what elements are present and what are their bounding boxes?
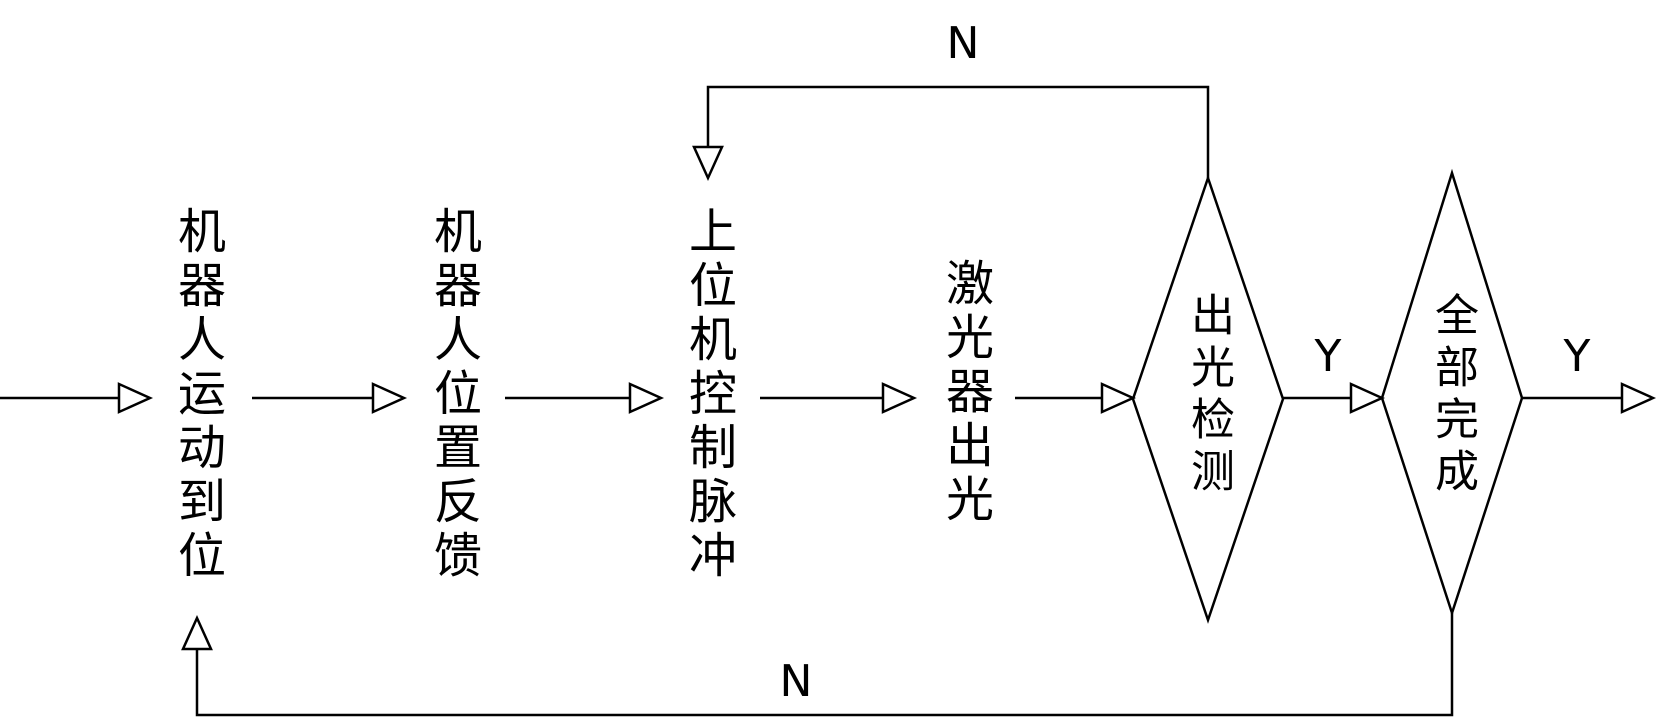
arrowhead-step4-decision1 <box>1100 382 1137 414</box>
arrowhead-loop-bottom-up <box>181 614 213 651</box>
arrowhead-entry <box>117 382 154 414</box>
decision-light-detect-diamond <box>1131 174 1285 624</box>
arrowhead-step3-step4 <box>881 382 918 414</box>
decision-all-complete-label: 全部完成 <box>1427 292 1478 500</box>
branch-label-y-light-check: Y <box>1314 331 1342 382</box>
step-host-pulse-label: 上位机控制脉冲 <box>680 206 736 584</box>
arrowhead-step1-step2 <box>371 382 408 414</box>
loop-bottom-n-line <box>195 613 1454 717</box>
decision-light-detect-label: 出光检测 <box>1183 292 1234 500</box>
step-position-feedback-label: 机器人位置反馈 <box>425 206 481 584</box>
step-robot-motion-label: 机器人运动到位 <box>169 206 225 584</box>
arrowhead-loop-top-down <box>692 145 724 182</box>
branch-label-n-bottom: N <box>779 656 813 707</box>
branch-label-n-top: N <box>946 18 980 69</box>
step-laser-output-label: 激光器出光 <box>937 258 993 528</box>
branch-label-y-exit: Y <box>1563 331 1591 382</box>
arrowhead-exit <box>1620 382 1657 414</box>
arrowhead-decision1-decision2 <box>1349 382 1386 414</box>
loop-top-n-line <box>706 85 1210 178</box>
arrowhead-step2-step3 <box>628 382 665 414</box>
